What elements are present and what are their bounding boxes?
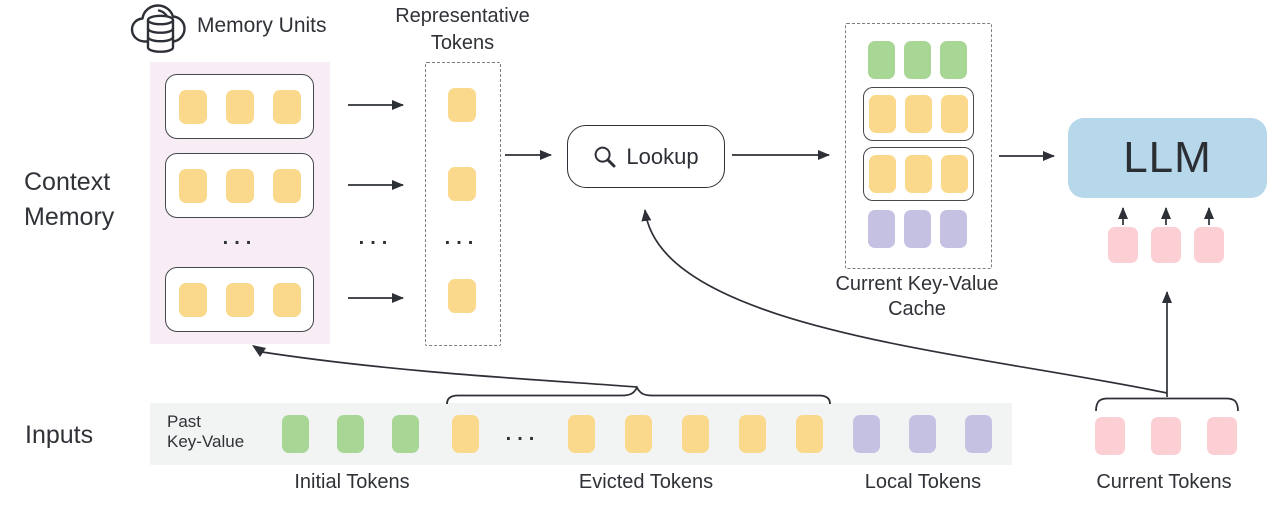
- token-pink: [1151, 227, 1181, 263]
- llm-label: LLM: [1123, 133, 1212, 182]
- evicted-tokens-label: Evicted Tokens: [578, 471, 714, 493]
- llm-input-tokens: [1108, 227, 1224, 263]
- local-tokens-group: [853, 415, 992, 453]
- curve-evicted-to-context-memory: [261, 351, 638, 388]
- token-yellow: [941, 155, 968, 193]
- token-yellow: [178, 89, 207, 124]
- evicted-tokens-head: [452, 415, 479, 453]
- token-yellow: [568, 415, 595, 453]
- evicted-ellipsis: ...: [505, 423, 541, 445]
- token-green: [904, 41, 931, 79]
- token-yellow: [739, 415, 766, 453]
- token-yellow: [448, 167, 476, 201]
- cache-local-row: [868, 210, 967, 248]
- token-yellow: [272, 282, 301, 317]
- token-yellow: [452, 415, 479, 453]
- token-pink: [1095, 417, 1125, 455]
- token-green: [940, 41, 967, 79]
- token-yellow: [905, 155, 932, 193]
- memory-ellipsis: ...: [222, 227, 258, 249]
- token-purple: [965, 415, 992, 453]
- past-key-value-label: Past Key-Value: [167, 412, 245, 451]
- representative-token-row: [448, 279, 476, 313]
- context-memory-label: Context Memory: [24, 168, 115, 231]
- token-yellow: [905, 95, 932, 133]
- cache-initial-row: [868, 41, 967, 79]
- inputs-label: Inputs: [25, 421, 94, 449]
- token-pink: [1151, 417, 1181, 455]
- representative-token-row: [448, 167, 476, 201]
- token-yellow: [448, 88, 476, 122]
- token-yellow: [225, 282, 254, 317]
- token-purple: [904, 210, 931, 248]
- current-tokens-label: Current Tokens: [1096, 471, 1232, 493]
- token-yellow: [225, 168, 254, 203]
- memory-unit: [165, 267, 314, 332]
- token-purple: [853, 415, 880, 453]
- token-purple: [909, 415, 936, 453]
- token-pink: [1207, 417, 1237, 455]
- current-tokens-group: [1095, 417, 1237, 455]
- search-icon: [595, 146, 616, 167]
- token-yellow: [625, 415, 652, 453]
- brace-evicted-tokens: [446, 385, 831, 405]
- token-yellow: [272, 168, 301, 203]
- token-green: [392, 415, 419, 453]
- representative-ellipsis: ...: [444, 227, 480, 249]
- arrowhead-into-context-memory: [252, 345, 266, 357]
- bracket-current-tokens: [1095, 397, 1239, 412]
- initial-tokens-group: [282, 415, 419, 453]
- representative-token-row: [448, 88, 476, 122]
- cache-memory-unit: [863, 87, 974, 141]
- memory-units-label: Memory Units: [197, 14, 327, 37]
- token-purple: [868, 210, 895, 248]
- token-yellow: [796, 415, 823, 453]
- token-purple: [940, 210, 967, 248]
- current-kv-cache-box: [845, 23, 992, 269]
- memory-unit: [165, 74, 314, 139]
- cloud-database-icon: [130, 4, 186, 53]
- token-pink: [1194, 227, 1224, 263]
- token-yellow: [225, 89, 254, 124]
- local-tokens-label: Local Tokens: [864, 471, 982, 493]
- token-yellow: [869, 95, 896, 133]
- token-yellow: [448, 279, 476, 313]
- token-yellow: [178, 168, 207, 203]
- token-yellow: [682, 415, 709, 453]
- token-yellow: [941, 95, 968, 133]
- representative-tokens-label: Representative Tokens: [395, 5, 530, 54]
- token-green: [868, 41, 895, 79]
- arrows-ellipsis: ...: [358, 227, 394, 249]
- token-yellow: [869, 155, 896, 193]
- lookup-box: Lookup: [567, 125, 725, 188]
- current-kv-cache-label: Current Key-Value Cache: [835, 273, 999, 320]
- token-yellow: [272, 89, 301, 124]
- lookup-label: Lookup: [626, 143, 699, 169]
- token-yellow: [178, 282, 207, 317]
- cache-memory-unit: [863, 147, 974, 201]
- token-green: [282, 415, 309, 453]
- llm-box: LLM: [1068, 118, 1267, 198]
- initial-tokens-label: Initial Tokens: [294, 471, 410, 493]
- memory-unit: [165, 153, 314, 218]
- token-green: [337, 415, 364, 453]
- token-pink: [1108, 227, 1138, 263]
- evicted-tokens-group: [568, 415, 823, 453]
- representative-tokens-box: ...: [425, 62, 501, 346]
